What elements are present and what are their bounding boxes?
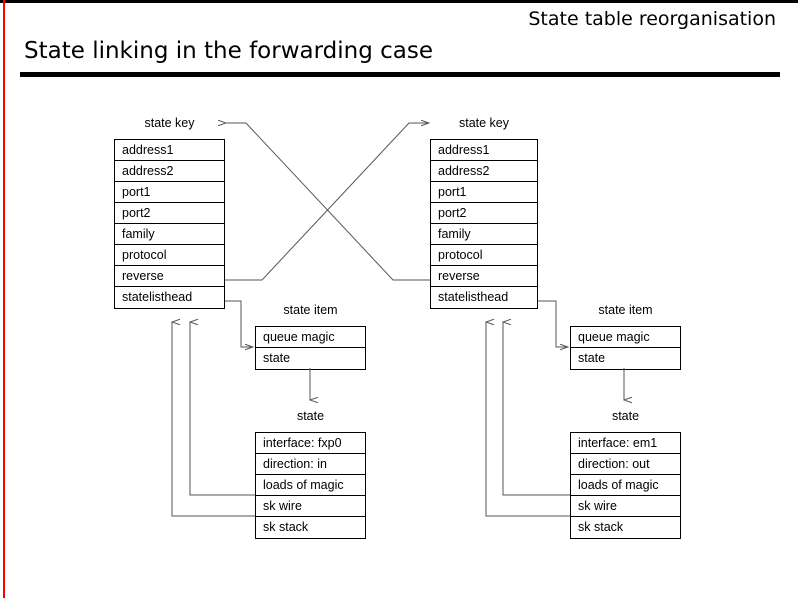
right-reverse-to-left-key-wire — [226, 123, 430, 281]
left-state-item-label: state item — [283, 303, 338, 317]
table-row: statelisthead — [438, 290, 509, 304]
left-statelisthead-to-item-wire — [225, 300, 253, 347]
table-row: address1 — [115, 140, 224, 161]
left-state-table: interface: fxp0 direction: in loads of m… — [255, 432, 366, 539]
table-row: queue magic — [256, 327, 365, 348]
table-row: reverse — [115, 266, 224, 287]
right-state-label: state — [611, 409, 640, 423]
table-row: state — [263, 351, 291, 365]
table-row: statelisthead — [122, 290, 193, 304]
left-state-item-table: queue magic state — [255, 326, 366, 370]
table-row: interface: fxp0 — [256, 433, 365, 454]
table-row: loads of magic — [571, 475, 680, 496]
right-skwire-backlink — [503, 322, 570, 496]
table-row: family — [115, 224, 224, 245]
table-row: protocol — [115, 245, 224, 266]
title-underline-rule — [20, 72, 780, 77]
right-state-key-table: address1 address2 port1 port2 family pro… — [430, 139, 538, 309]
left-skwire-backlink — [190, 322, 255, 496]
table-row: queue magic — [571, 327, 680, 348]
table-row: sk stack — [263, 520, 309, 534]
table-row: address1 — [431, 140, 537, 161]
right-skstack-backlink — [486, 322, 570, 517]
table-row: family — [431, 224, 537, 245]
right-state-item-label: state item — [598, 303, 653, 317]
table-row: port1 — [115, 182, 224, 203]
table-row: sk wire — [256, 496, 365, 517]
table-row: port1 — [431, 182, 537, 203]
table-row: address2 — [115, 161, 224, 182]
left-skstack-backlink — [172, 322, 255, 517]
top-border-rule — [0, 0, 798, 3]
left-reverse-to-right-key-wire — [225, 123, 429, 281]
table-row: reverse — [431, 266, 537, 287]
table-row: direction: in — [256, 454, 365, 475]
table-row: port2 — [431, 203, 537, 224]
table-row: sk wire — [571, 496, 680, 517]
left-state-key-table: address1 address2 port1 port2 family pro… — [114, 139, 225, 309]
slide-kicker: State table reorganisation — [528, 8, 776, 30]
table-row: loads of magic — [256, 475, 365, 496]
table-row: port2 — [115, 203, 224, 224]
left-accent-rule — [3, 0, 5, 598]
table-row: sk stack — [578, 520, 624, 534]
table-row: address2 — [431, 161, 537, 182]
table-row: interface: em1 — [571, 433, 680, 454]
table-row: state — [578, 351, 606, 365]
left-state-key-label: state key — [144, 116, 195, 130]
left-state-label: state — [296, 409, 325, 423]
right-state-table: interface: em1 direction: out loads of m… — [570, 432, 681, 539]
right-state-key-label: state key — [458, 116, 510, 130]
right-state-item-table: queue magic state — [570, 326, 681, 370]
table-row: protocol — [431, 245, 537, 266]
page-title: State linking in the forwarding case — [24, 38, 434, 64]
table-row: direction: out — [571, 454, 680, 475]
right-statelisthead-to-item-wire — [538, 300, 568, 347]
